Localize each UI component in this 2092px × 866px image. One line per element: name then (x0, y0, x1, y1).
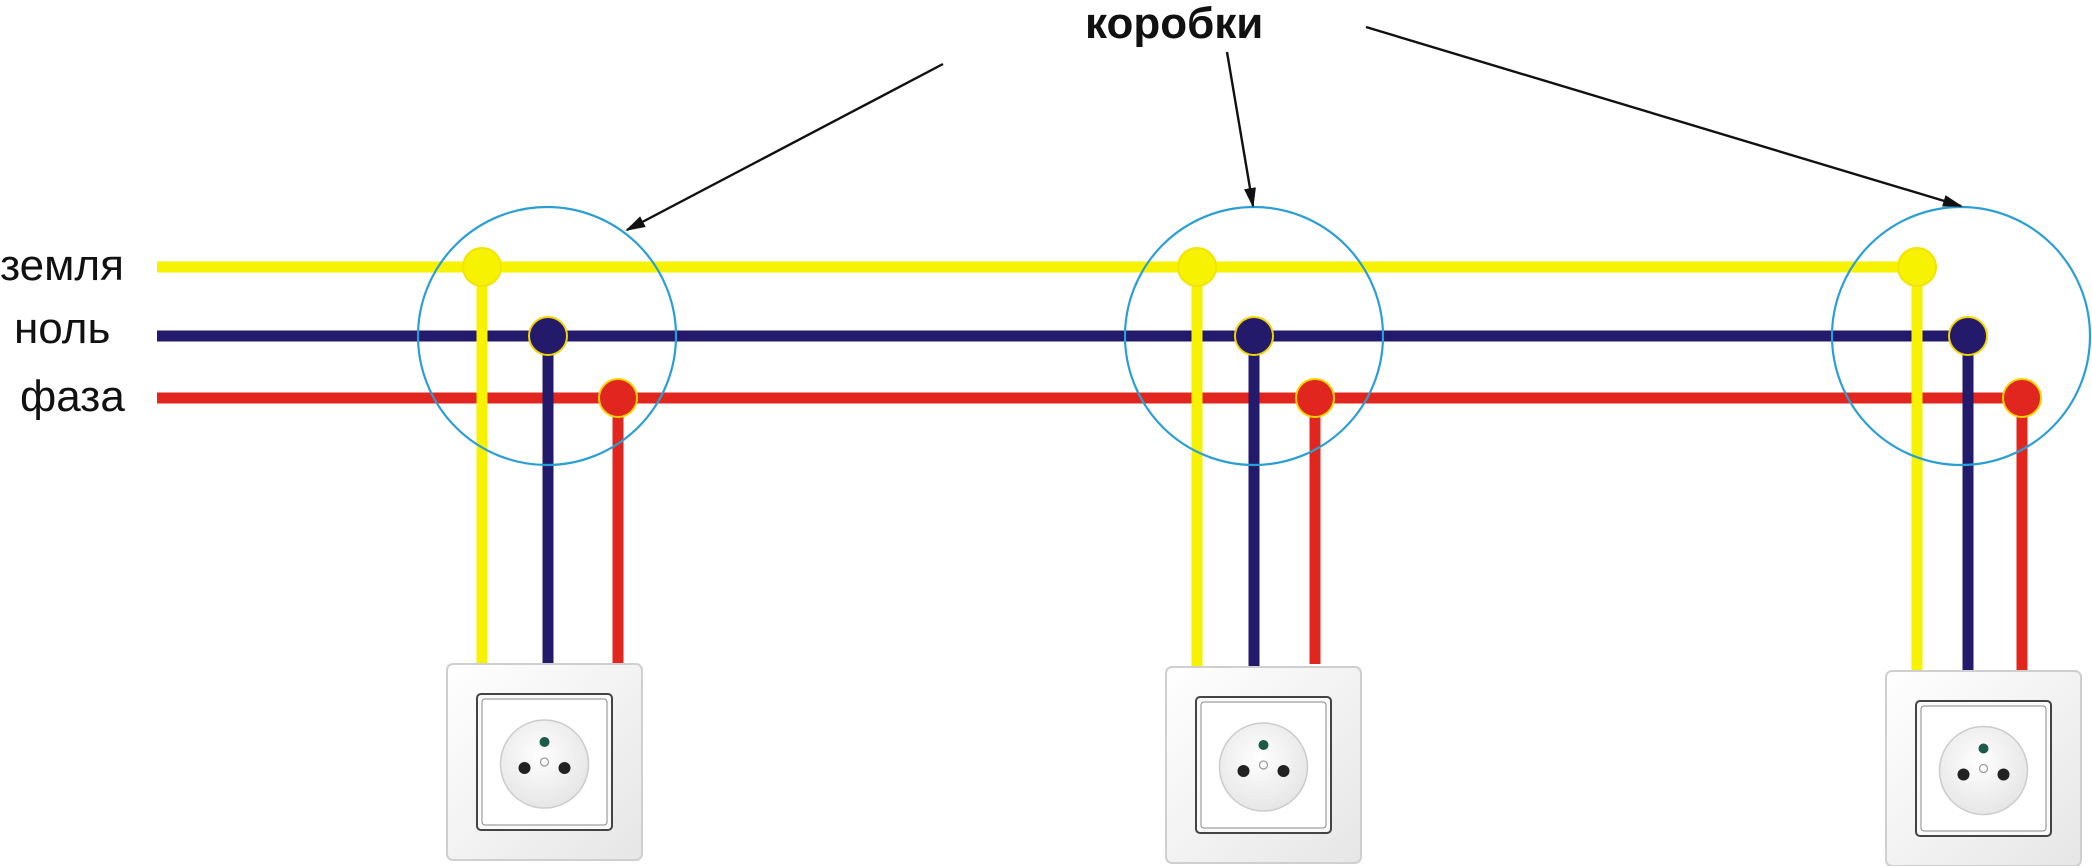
junction-earth-3 (1897, 247, 1937, 287)
wire-label-earth: земля (0, 241, 124, 290)
wire-label-phase: фаза (20, 372, 125, 421)
junction-neutral-2 (1234, 316, 1274, 356)
socket-hole-right (558, 762, 571, 774)
socket-logo-icon (1978, 763, 1989, 774)
junction-phase-2 (1295, 378, 1335, 418)
wire-label-neutral: ноль (14, 304, 111, 353)
pointer-arrow-1 (625, 62, 944, 232)
junction-phase-3 (2002, 378, 2042, 418)
junction-box-circle-1 (416, 205, 678, 467)
socket-logo-icon (1258, 760, 1269, 770)
socket-face (1218, 722, 1309, 812)
socket-hole-left (1237, 765, 1250, 777)
socket-hole-right (1997, 768, 2010, 781)
junction-earth-2 (1177, 247, 1217, 287)
boxes-title: коробки (1085, 0, 1264, 48)
socket-face (1938, 725, 2029, 816)
pointer-arrow-3 (1365, 25, 1963, 208)
junction-neutral-3 (1948, 316, 1988, 356)
socket-3 (1885, 670, 2082, 866)
socket-face (499, 719, 590, 809)
socket-logo-icon (539, 757, 550, 767)
socket-hole-left (518, 762, 531, 774)
socket-1 (446, 663, 643, 861)
socket-earth-pin-icon (1978, 743, 1989, 754)
socket-earth-pin-icon (1258, 740, 1269, 750)
junction-earth-1 (462, 247, 502, 287)
socket-hole-right (1277, 765, 1290, 777)
socket-2 (1165, 666, 1362, 864)
junction-neutral-1 (528, 316, 568, 356)
junction-phase-1 (598, 378, 638, 418)
socket-hole-left (1957, 768, 1970, 781)
junction-box-circle-3 (1830, 205, 2092, 467)
pointer-arrow-2 (1225, 51, 1256, 208)
socket-earth-pin-icon (539, 737, 550, 747)
